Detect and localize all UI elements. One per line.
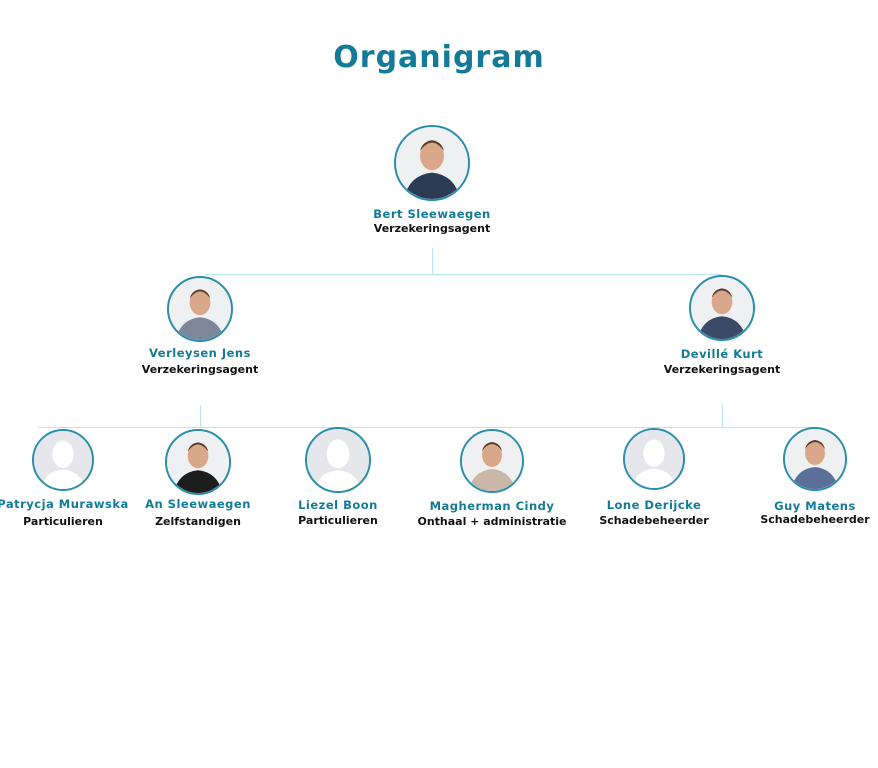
connector-line [200, 405, 201, 427]
person-role: Schadebeheerder [760, 513, 870, 526]
person-name: Guy Matens [774, 499, 856, 513]
placeholder-avatar-icon [32, 429, 94, 491]
person-role: Schadebeheerder [599, 514, 709, 527]
person-photo [783, 427, 847, 491]
connector-line [432, 248, 433, 275]
person-role: Particulieren [298, 514, 378, 527]
person-role: Onthaal + administratie [417, 515, 567, 528]
person-role: Verzekeringsagent [663, 363, 781, 376]
person-name: Magherman Cindy [429, 499, 555, 513]
person-name: Patrycja Murawska [0, 497, 129, 511]
person-role: Verzekeringsagent [141, 363, 259, 376]
person-photo [689, 275, 755, 341]
person-role: Zelfstandigen [155, 515, 241, 528]
person-name: Verleysen Jens [149, 346, 251, 360]
person-role: Particulieren [23, 515, 103, 528]
page-title: Organigram [333, 40, 545, 75]
person-name: An Sleewaegen [145, 497, 251, 511]
person-name: Devillé Kurt [680, 347, 764, 361]
person-photo [165, 429, 231, 495]
connector-line [38, 427, 818, 428]
person-photo [460, 429, 524, 493]
person-photo [394, 125, 470, 201]
person-name: Lone Derijcke [606, 498, 702, 512]
person-name: Bert Sleewaegen [373, 207, 491, 221]
person-photo [167, 276, 233, 342]
connector-line [205, 274, 722, 275]
placeholder-avatar-icon [305, 427, 371, 493]
placeholder-avatar-icon [623, 428, 685, 490]
person-role: Verzekeringsagent [373, 222, 491, 235]
connector-line [722, 405, 723, 427]
person-name: Liezel Boon [298, 498, 378, 512]
